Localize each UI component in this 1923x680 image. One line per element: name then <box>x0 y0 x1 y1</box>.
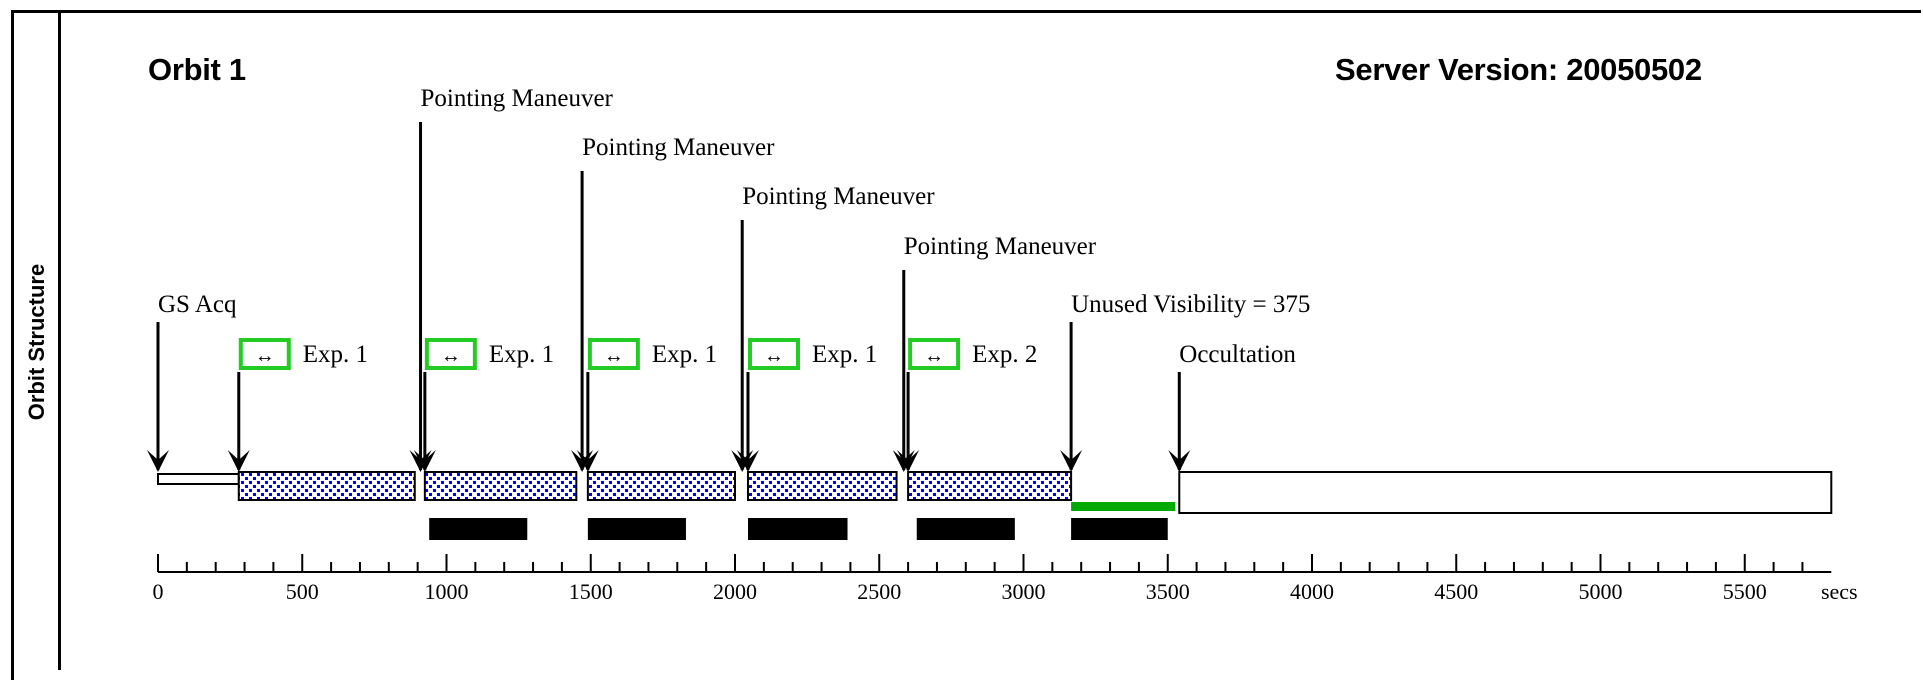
axis-units-label: secs <box>1821 579 1858 604</box>
tick-label: 2000 <box>713 579 757 604</box>
occultation-arrow-head <box>1168 450 1191 472</box>
tick-label: 4000 <box>1290 579 1334 604</box>
exposure-bar <box>423 471 578 501</box>
exposure-bar <box>907 471 1073 501</box>
pointing-maneuver-label: Pointing Maneuver <box>904 233 1097 260</box>
double-arrow-icon: ↔ <box>604 345 624 367</box>
double-arrow-icon: ↔ <box>764 345 784 367</box>
black-bar <box>747 518 848 540</box>
tick-label: 5000 <box>1579 579 1623 604</box>
exposure-start-arrow-head <box>413 450 436 472</box>
unused-visibility-label: Unused Visibility = 375 <box>1071 291 1310 318</box>
exposure-duration-box <box>424 338 477 370</box>
occultation-bar <box>1178 471 1833 514</box>
exposure-duration-box <box>238 338 291 370</box>
exposure-label: Exp. 2 <box>972 341 1037 368</box>
pointing-maneuver-label: Pointing Maneuver <box>582 134 775 161</box>
exposure-duration-box <box>747 338 800 370</box>
tick-label: 4500 <box>1434 579 1478 604</box>
exposure-start-arrow-head <box>227 450 250 472</box>
gs-acq-arrow-head <box>147 450 169 472</box>
occultation-label: Occultation <box>1179 341 1296 368</box>
tick-label: 1500 <box>569 579 613 604</box>
exposure-start-arrow-head <box>576 450 599 472</box>
tick-label: 3500 <box>1146 579 1190 604</box>
tick-label: 0 <box>153 579 164 604</box>
exposure-label: Exp. 1 <box>652 341 717 368</box>
gs-acq-bar <box>157 473 240 485</box>
tick-label: 500 <box>286 579 319 604</box>
tick-label: 1000 <box>425 579 469 604</box>
black-bar <box>587 518 686 540</box>
tick-label: 5500 <box>1723 579 1767 604</box>
exposure-bar <box>586 471 736 501</box>
double-arrow-icon: ↔ <box>924 345 944 367</box>
black-bar <box>1071 518 1168 540</box>
exposure-label: Exp. 1 <box>812 341 877 368</box>
unused-visibility-arrow-head <box>1060 450 1083 472</box>
double-arrow-icon: ↔ <box>441 345 461 367</box>
black-bar <box>429 518 528 540</box>
exposure-label: Exp. 1 <box>489 341 554 368</box>
exposure-label: Exp. 1 <box>303 341 368 368</box>
gs-acq-label: GS Acq <box>158 291 237 318</box>
exposure-duration-box <box>587 338 640 370</box>
pointing-maneuver-label: Pointing Maneuver <box>421 85 614 112</box>
server-version: Server Version: 20050502 <box>1335 52 1702 87</box>
black-bar <box>916 518 1015 540</box>
orbit-title: Orbit 1 <box>148 52 246 87</box>
exposure-bar <box>746 471 898 501</box>
exposure-start-arrow-head <box>897 450 920 472</box>
page-frame <box>11 10 1921 680</box>
tick-label: 2500 <box>857 579 901 604</box>
tick-label: 3000 <box>1002 579 1046 604</box>
unused-visibility-bar <box>1071 502 1176 511</box>
double-arrow-icon: ↔ <box>255 345 275 367</box>
exposure-bar <box>237 471 416 501</box>
pointing-maneuver-label: Pointing Maneuver <box>742 183 935 210</box>
exposure-duration-box <box>908 338 961 370</box>
sidebar-divider <box>58 13 61 670</box>
exposure-start-arrow-head <box>736 450 759 472</box>
